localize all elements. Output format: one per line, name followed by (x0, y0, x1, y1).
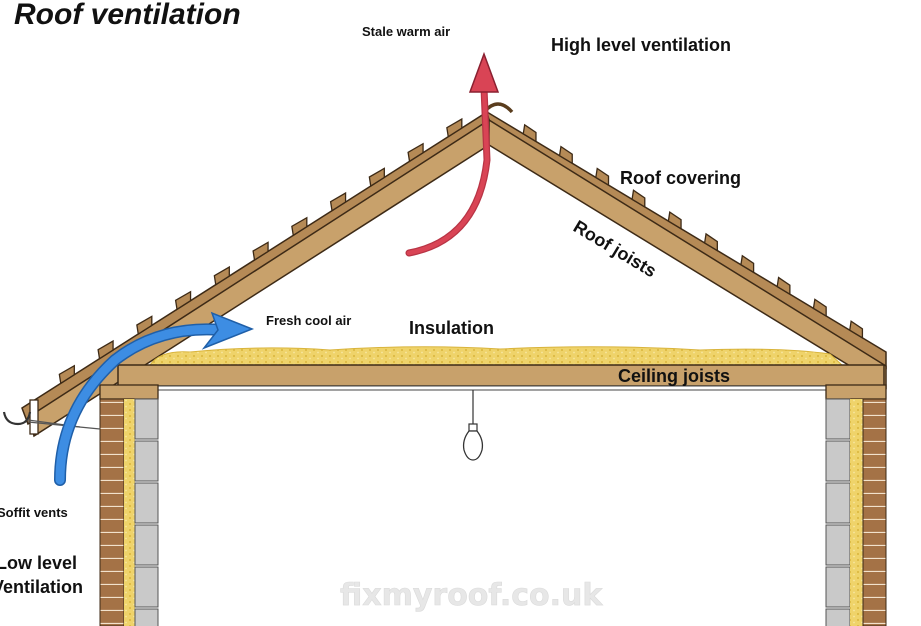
fresh-cool-air-label: Fresh cool air (266, 313, 351, 328)
roof-tile (849, 320, 864, 339)
concrete-block (134, 608, 159, 626)
light-bulb-icon (462, 390, 484, 461)
cavity-insulation-left (124, 399, 135, 626)
roof-tile (595, 167, 610, 187)
concrete-block (825, 524, 851, 566)
roof-tile (812, 298, 827, 318)
low-level-ventilation-label-line2: Ventilation (0, 577, 83, 597)
ceiling-joists-label: Ceiling joists (618, 366, 730, 386)
concrete-block (825, 398, 851, 440)
insulation-label: Insulation (409, 318, 494, 338)
diagram-title: Roof ventilation (14, 0, 241, 31)
roof-tile (740, 254, 755, 274)
concrete-block (134, 566, 159, 608)
block-wall-left (134, 398, 159, 626)
roof-tile (558, 145, 573, 165)
roof-tiles-left (58, 117, 463, 385)
roof-tile (407, 142, 424, 163)
ceiling-board (149, 385, 863, 391)
watermark: fixmyroof.co.uk (340, 578, 603, 613)
cavity-insulation-right (850, 399, 863, 626)
roof-tile (97, 339, 114, 360)
wall-plate-right (825, 384, 887, 400)
concrete-block (825, 482, 851, 524)
concrete-block (825, 566, 851, 608)
roof-tile (522, 123, 537, 143)
ceiling-joist (117, 364, 885, 387)
roof-tile (252, 241, 269, 262)
high-level-ventilation-label: High level ventilation (551, 35, 731, 55)
concrete-block (134, 482, 159, 524)
roof-tile (58, 364, 75, 385)
roof-covering-label: Roof covering (620, 168, 741, 188)
loft-insulation (149, 346, 844, 366)
concrete-block (825, 440, 851, 482)
concrete-block (134, 440, 159, 482)
low-level-ventilation-label-line1: Low level (0, 553, 77, 573)
brick-wall-left (99, 398, 125, 626)
soffit-vents-label: Soffit vents (0, 505, 68, 520)
roof-tile (776, 276, 791, 296)
roof-tiles-right (522, 123, 864, 339)
roof-tile (368, 167, 385, 188)
wall-plate-left (99, 384, 159, 400)
concrete-block (134, 524, 159, 566)
concrete-block (825, 608, 851, 626)
roof-tile (446, 117, 463, 138)
roof-tile (703, 232, 718, 252)
roof-tile (291, 216, 308, 237)
concrete-block (134, 398, 159, 440)
roof-tile (136, 315, 153, 336)
warm-air-arrow-icon (405, 51, 500, 257)
brick-wall-right (862, 398, 887, 626)
roof-tile (213, 265, 230, 286)
roof-tile (174, 290, 192, 311)
roof-tile (329, 191, 347, 212)
roof-tile (667, 210, 682, 230)
stale-warm-air-label: Stale warm air (362, 24, 450, 39)
cool-air-arrow-icon (54, 311, 255, 486)
roof-tile (631, 189, 646, 209)
block-wall-right (825, 398, 851, 626)
fascia-board (29, 399, 39, 435)
